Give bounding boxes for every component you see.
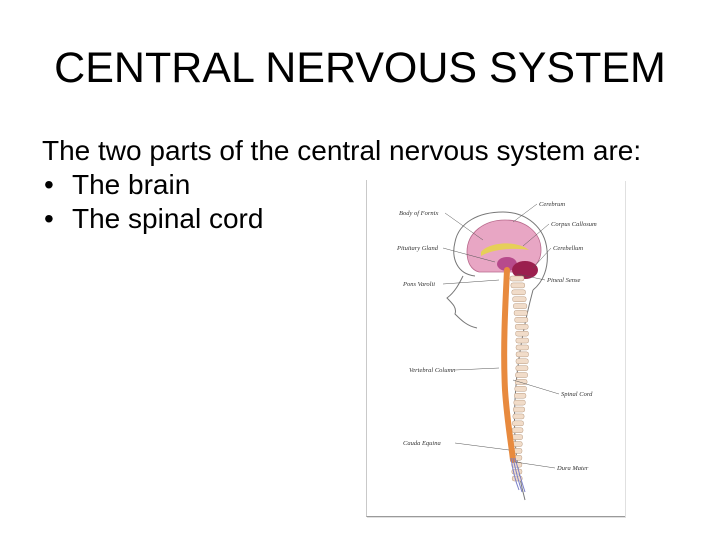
label-pineal-sense: Pineal Sense [546, 277, 581, 284]
vertebra [515, 337, 529, 344]
vertebra [515, 358, 529, 365]
midbrain [497, 257, 517, 271]
label-spinal-cord: Spinal Cord [561, 391, 593, 398]
vertebra [513, 406, 525, 413]
intro-text: The two parts of the central nervous sys… [42, 135, 642, 166]
vertebra [512, 413, 525, 420]
label-cauda-equina: Cauda Equina [403, 440, 441, 447]
vertebra [514, 392, 527, 399]
vertebra [514, 386, 527, 392]
vertebra [512, 296, 527, 302]
label-body-of-fornix: Body of Fornix [399, 210, 438, 217]
head-outline [446, 211, 548, 329]
vertebra [513, 303, 528, 309]
vertebra [511, 289, 526, 296]
label-pituitary-gland: Pituitary Gland [396, 245, 439, 252]
bullet-item-brain: • The brain [42, 168, 682, 202]
bullet-text: The spinal cord [72, 203, 264, 234]
vertebra [515, 351, 529, 358]
label-vertebral-column: Vertebral Column [409, 367, 455, 374]
label-pons-varolii: Pons Varolii [402, 281, 435, 288]
vertebra [512, 420, 524, 427]
bullet-marker: • [44, 203, 54, 234]
label-cerebellum: Cerebellum [553, 245, 583, 252]
slide-body: The two parts of the central nervous sys… [42, 134, 682, 236]
spinal-cord [501, 267, 516, 463]
cns-diagram: Body of Fornix Pituitary Gland Pons Varo… [396, 201, 597, 501]
vertebra [515, 372, 528, 378]
bullet-list: • The brain • The spinal cord [42, 168, 682, 236]
bullet-item-spinal-cord: • The spinal cord [42, 202, 682, 236]
vertebra [514, 317, 529, 323]
vertebra [513, 310, 528, 316]
vertebra [513, 399, 526, 406]
vertebra [511, 427, 524, 433]
label-corpus-callosum: Corpus Callosum [551, 221, 597, 228]
label-cerebrum: Cerebrum [539, 201, 565, 208]
vertebra [515, 365, 529, 371]
vertebra [510, 282, 526, 289]
slide-title: CENTRAL NERVOUS SYSTEM [54, 44, 666, 92]
vertebra [515, 330, 529, 337]
bullet-text: The brain [72, 169, 191, 200]
bullet-marker: • [44, 169, 54, 200]
vertebra [511, 434, 523, 440]
corpus-callosum [481, 243, 529, 256]
vertebra [515, 344, 529, 351]
vertebra [509, 275, 525, 282]
vertebra [514, 324, 529, 330]
leader-lines [442, 203, 560, 469]
label-dura-mater: Dura Mater [556, 465, 589, 472]
cauda-equina [510, 457, 526, 493]
cns-illustration: Body of Fornix Pituitary Gland Pons Varo… [366, 180, 625, 517]
